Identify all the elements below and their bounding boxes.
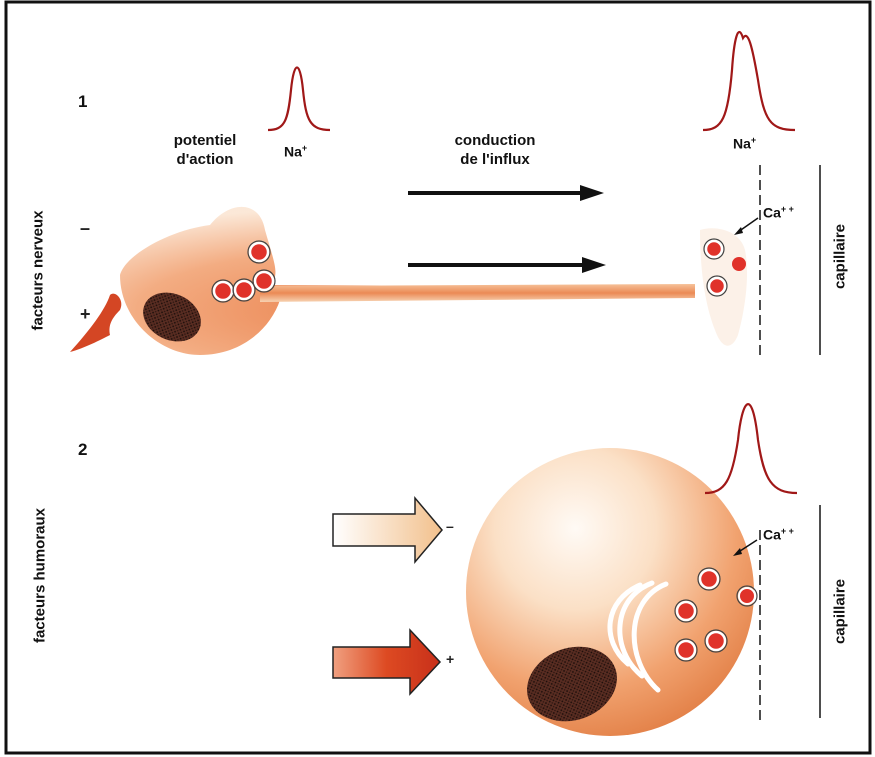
action-potential-spike-left: [267, 66, 331, 132]
action-potential-line2: d'action: [176, 151, 234, 168]
minus-sign-1: –: [80, 218, 91, 238]
neuron-nucleus: [143, 292, 201, 342]
action-potential-spike-right: [702, 31, 796, 132]
action-potential-label: potentiel d'action: [150, 131, 260, 169]
conduction-arrow-top: [408, 185, 604, 201]
minus-sign-2: –: [446, 518, 454, 534]
action-potential-line1: potentiel: [173, 132, 237, 149]
sodium-label-right: Na+: [733, 135, 756, 152]
hormone-spike: [704, 403, 798, 495]
granules-soma: [211, 240, 276, 303]
conduction-arrow-bottom: [408, 257, 606, 273]
capillary-label-2: capillaire: [831, 578, 849, 645]
axon: [260, 284, 695, 302]
figure-border: [4, 0, 872, 755]
plus-sign-2: +: [446, 651, 455, 667]
hollow-arrow: [332, 495, 443, 565]
capillary-label-1: capillaire: [831, 223, 849, 290]
sodium-right-charge: +: [750, 135, 757, 145]
calcium-label-2: Ca+ +: [763, 526, 794, 543]
conduction-label: conduction de l'influx: [425, 131, 565, 169]
conduction-line1: conduction: [454, 132, 536, 149]
calcium-label-1: Ca+ +: [763, 204, 794, 221]
granules-cell: [674, 567, 758, 662]
neuron-soma: [120, 206, 690, 355]
calcium-1-charge: + +: [780, 204, 794, 214]
dendrite-shape: [70, 293, 122, 352]
sodium-left-symbol: Na: [284, 143, 302, 160]
sodium-label-left: Na+: [284, 143, 307, 160]
sodium-left-charge: +: [301, 143, 308, 153]
calcium-2-symbol: Ca: [763, 526, 781, 543]
section-2-side-label: facteurs humoraux: [31, 507, 49, 644]
sodium-right-symbol: Na: [733, 135, 751, 152]
section-1-number: 1: [78, 92, 88, 111]
plus-sign-1: +: [80, 304, 91, 324]
calcium-2-charge: + +: [780, 526, 794, 536]
golgi-apparatus: [607, 580, 669, 693]
conduction-line2: de l'influx: [460, 151, 530, 168]
calcium-1-symbol: Ca: [763, 204, 781, 221]
red-arrow: [332, 628, 442, 696]
section-1-side-label: facteurs nerveux: [29, 210, 47, 331]
endocrine-cell: [466, 448, 754, 736]
section-2-number: 2: [78, 440, 88, 459]
cell-nucleus: [527, 646, 617, 722]
granules-terminal: [703, 238, 746, 297]
